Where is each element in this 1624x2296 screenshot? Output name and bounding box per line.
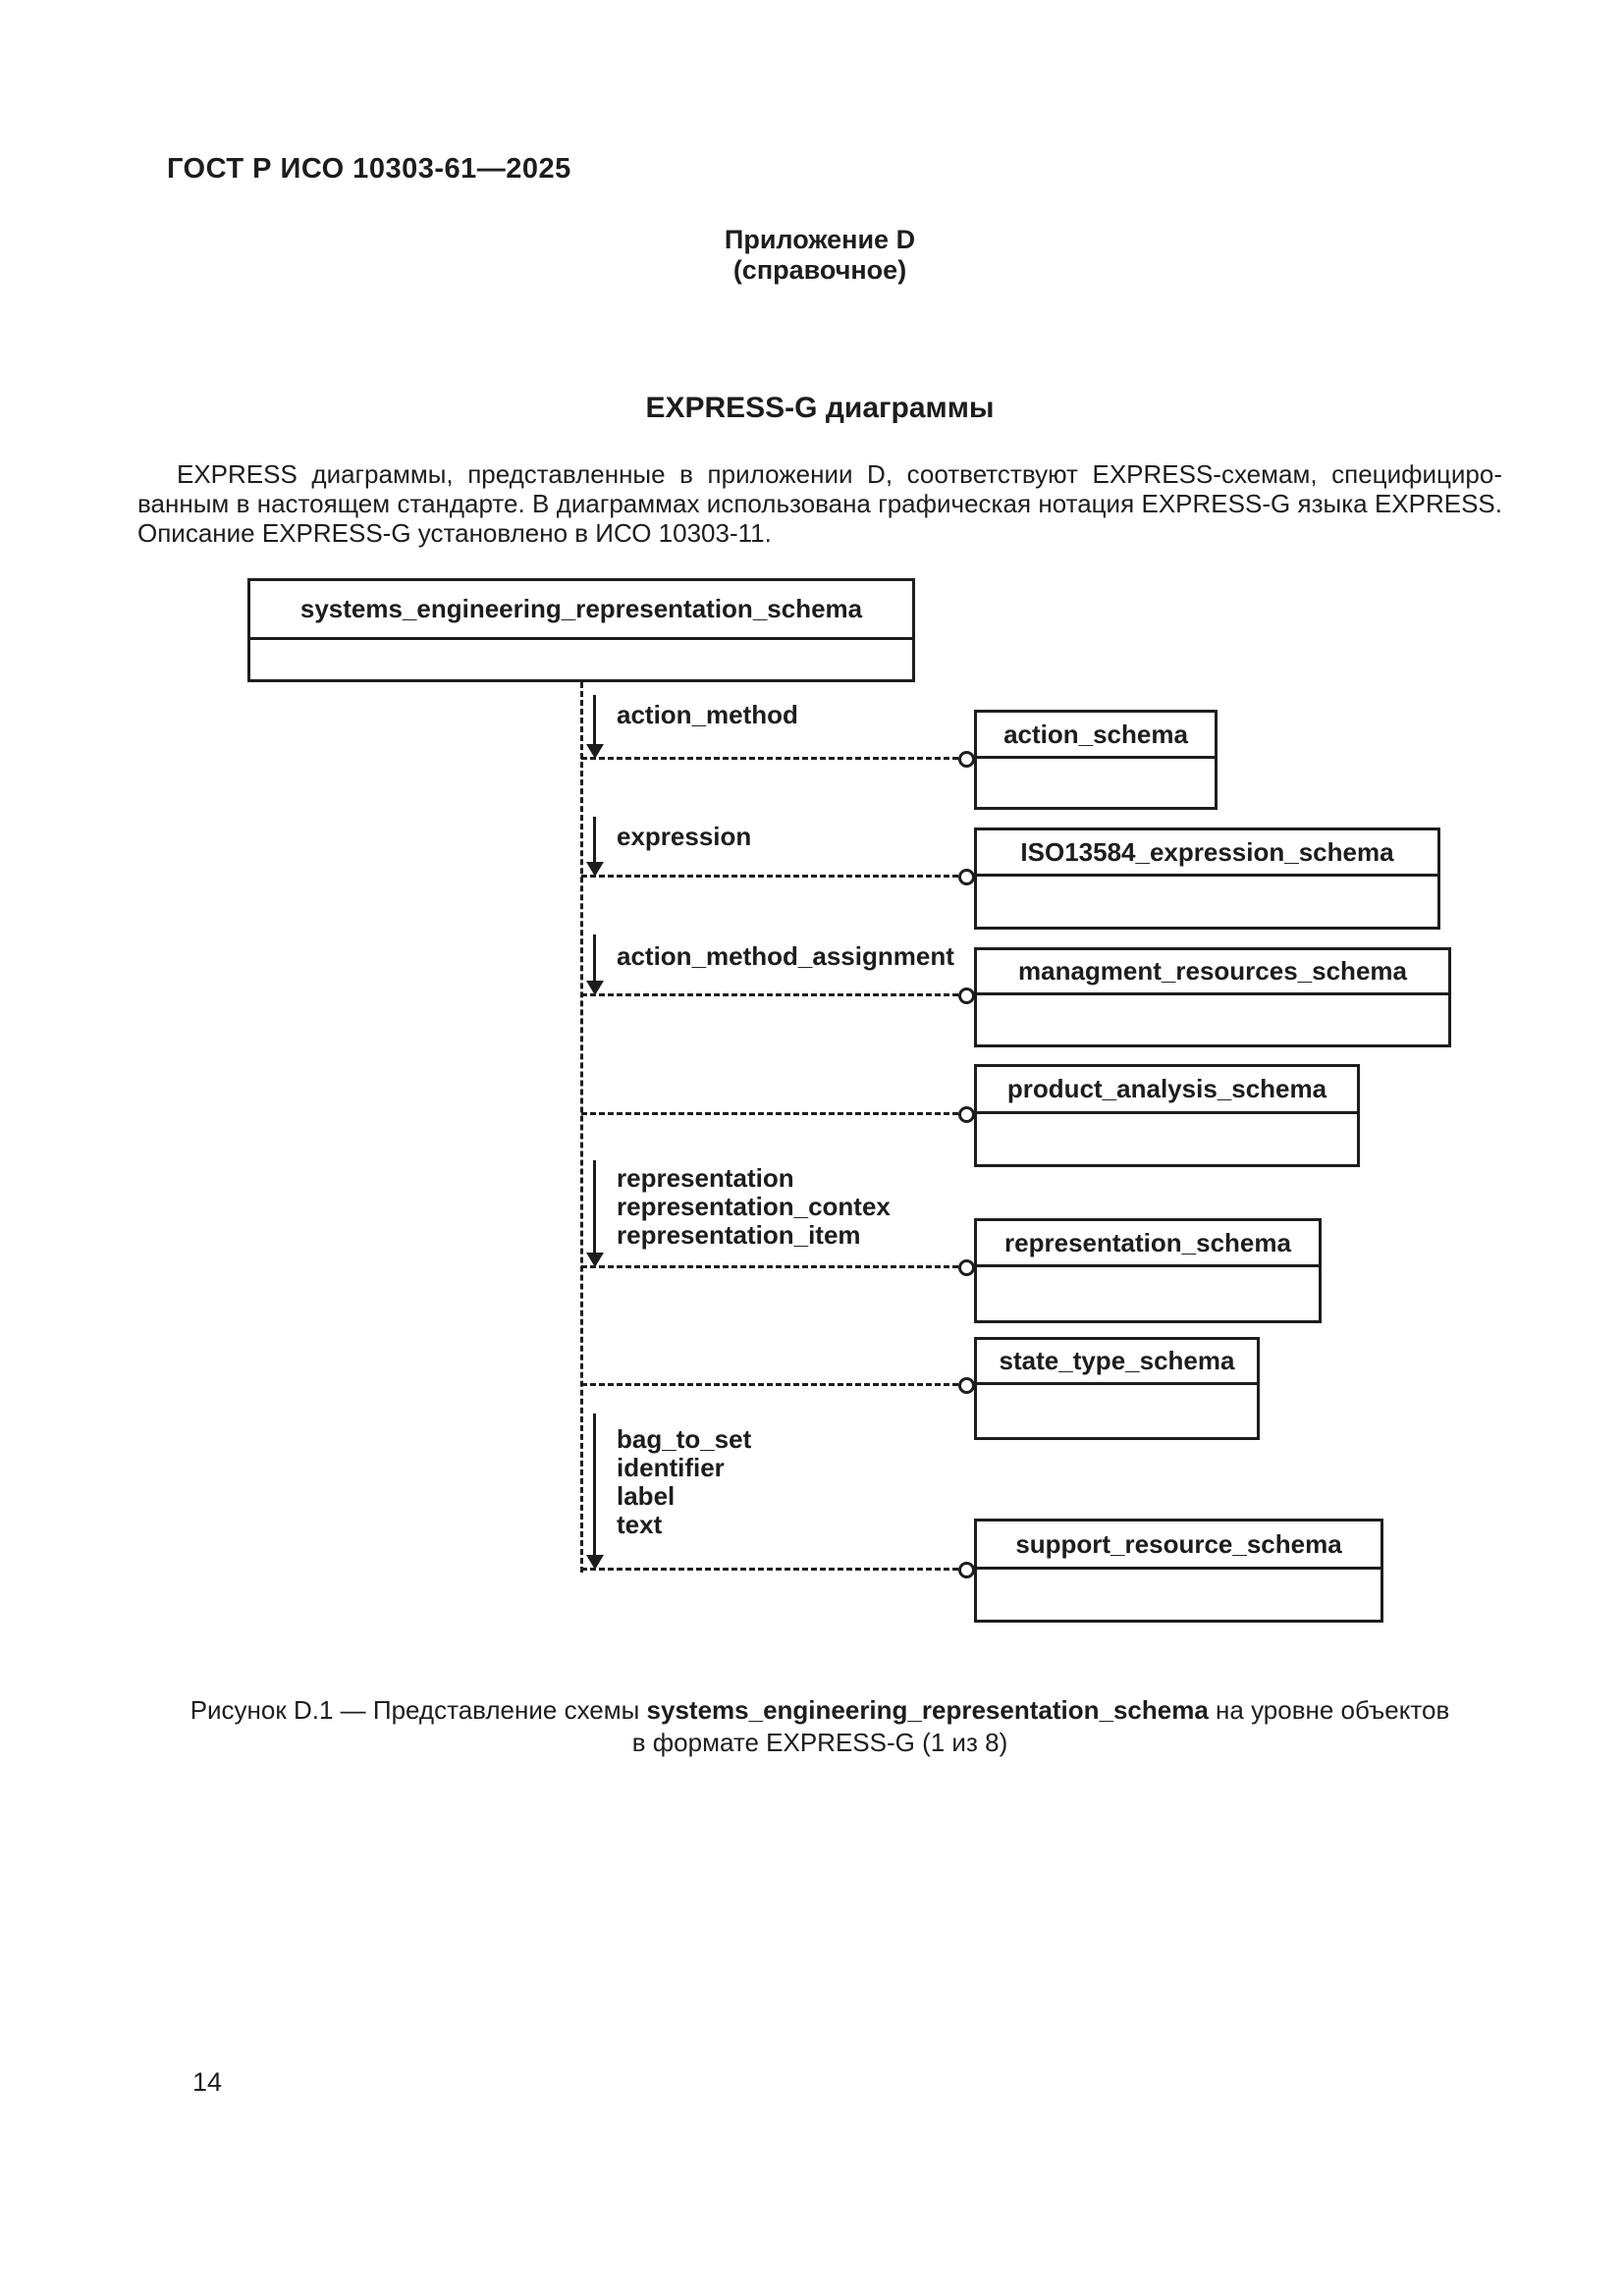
schema-box-title: ISO13584_expression_schema [977, 830, 1437, 877]
figure-caption-line1: Рисунок D.1 — Представление схемы system… [137, 1694, 1502, 1727]
interface-circle-icon [958, 988, 975, 1004]
caption-schema-name: systems_engineering_representation_schem… [646, 1695, 1209, 1725]
trunk-dashed-line [580, 682, 583, 1573]
relation-label: representation_contex [617, 1192, 891, 1221]
relation-label: representation_item [617, 1220, 861, 1250]
paragraph-line: Описание EXPRESS-G установлено в ИСО 103… [137, 518, 772, 548]
appendix-heading: Приложение D (справочное) [137, 225, 1502, 286]
box-state-type-schema: state_type_schema [974, 1337, 1260, 1440]
paragraph-line: ванным в настоящем стандарте. В диаграмм… [137, 489, 1502, 518]
connector-dashed-line [581, 1383, 958, 1386]
relation-label-group: bag_to_set identifier label text [617, 1425, 751, 1539]
relation-label: bag_to_set [617, 1424, 752, 1454]
interface-circle-icon [958, 1106, 975, 1123]
caption-text: на уровне объектов [1208, 1695, 1450, 1725]
schema-box-title: managment_resources_schema [977, 950, 1448, 995]
schema-box-title: representation_schema [977, 1221, 1319, 1267]
relation-label: identifier [617, 1453, 725, 1482]
arrow-line [593, 695, 596, 745]
arrow-line [593, 1414, 596, 1556]
relation-label: text [617, 1510, 663, 1539]
arrow-head-icon [586, 744, 604, 759]
interface-circle-icon [958, 751, 975, 768]
connector-dashed-line [581, 993, 958, 996]
arrow-head-icon [586, 981, 604, 995]
arrow-line [593, 934, 596, 982]
figure-caption: Рисунок D.1 — Представление схемы system… [137, 1694, 1502, 1759]
connector-dashed-line [581, 1265, 958, 1268]
intro-paragraph: EXPRESS диаграммы, представленные в прил… [137, 459, 1502, 548]
box-action-schema: action_schema [974, 710, 1218, 810]
arrow-line [593, 817, 596, 863]
relation-label: expression [617, 822, 752, 851]
page-number: 14 [192, 2067, 223, 2097]
document-code-header: ГОСТ Р ИСО 10303-61—2025 [167, 153, 571, 185]
connector-dashed-line [581, 1568, 958, 1571]
relation-label: label [617, 1481, 676, 1511]
arrow-head-icon [586, 1253, 604, 1267]
connector-dashed-line [581, 757, 958, 760]
connector-dashed-line [581, 875, 958, 878]
interface-circle-icon [958, 869, 975, 885]
interface-circle-icon [958, 1562, 975, 1578]
relation-label: action_method_assignment [617, 941, 954, 971]
interface-circle-icon [958, 1377, 975, 1394]
relation-label: action_method [617, 700, 798, 729]
appendix-title: Приложение D [724, 225, 916, 254]
box-managment-resources-schema: managment_resources_schema [974, 947, 1451, 1047]
schema-box-title: systems_engineering_representation_schem… [250, 581, 912, 640]
interface-circle-icon [958, 1259, 975, 1276]
appendix-subtitle: (справочное) [732, 255, 907, 285]
paragraph-line: EXPRESS диаграммы, представленные в прил… [177, 459, 1502, 489]
box-support-resource-schema: support_resource_schema [974, 1519, 1383, 1623]
caption-text: Рисунок D.1 — Представление схемы [189, 1695, 647, 1725]
schema-box-title: support_resource_schema [977, 1522, 1380, 1570]
box-systems-engineering-representation-schema: systems_engineering_representation_schem… [247, 578, 915, 682]
relation-label-group: representation representation_contex rep… [617, 1164, 891, 1250]
schema-box-title: product_analysis_schema [977, 1067, 1357, 1114]
schema-box-title: state_type_schema [977, 1340, 1257, 1385]
figure-caption-line2: в формате EXPRESS-G (1 из 8) [631, 1728, 1008, 1757]
box-iso13584-expression-schema: ISO13584_expression_schema [974, 828, 1440, 930]
relation-label: representation [617, 1163, 794, 1193]
box-product-analysis-schema: product_analysis_schema [974, 1064, 1360, 1167]
section-title: EXPRESS-G диаграммы [645, 392, 995, 424]
schema-box-title: action_schema [977, 713, 1215, 759]
box-representation-schema: representation_schema [974, 1218, 1322, 1323]
arrow-line [593, 1160, 596, 1254]
arrow-head-icon [586, 862, 604, 877]
arrow-head-icon [586, 1555, 604, 1570]
connector-dashed-line [581, 1112, 958, 1115]
